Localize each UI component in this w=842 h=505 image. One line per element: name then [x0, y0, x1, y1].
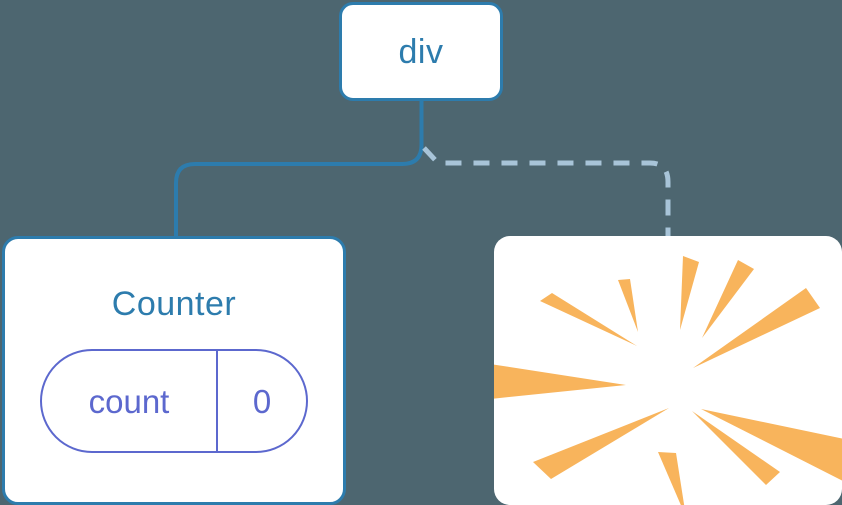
node-counter-label: Counter — [111, 285, 237, 323]
connector-root-to-counter — [174, 99, 424, 240]
node-div-label: div — [398, 32, 444, 71]
node-counter[interactable]: Counter count 0 — [2, 236, 346, 505]
state-pill-count[interactable]: count 0 — [40, 349, 308, 453]
state-pill-divider — [216, 351, 218, 451]
node-effect[interactable] — [494, 236, 842, 505]
sparkle-burst-icon — [494, 256, 842, 505]
node-div[interactable]: div — [339, 2, 503, 101]
state-pill-key: count — [88, 382, 170, 420]
connector-root-to-effect — [422, 146, 671, 238]
state-pill-value: 0 — [252, 382, 272, 420]
